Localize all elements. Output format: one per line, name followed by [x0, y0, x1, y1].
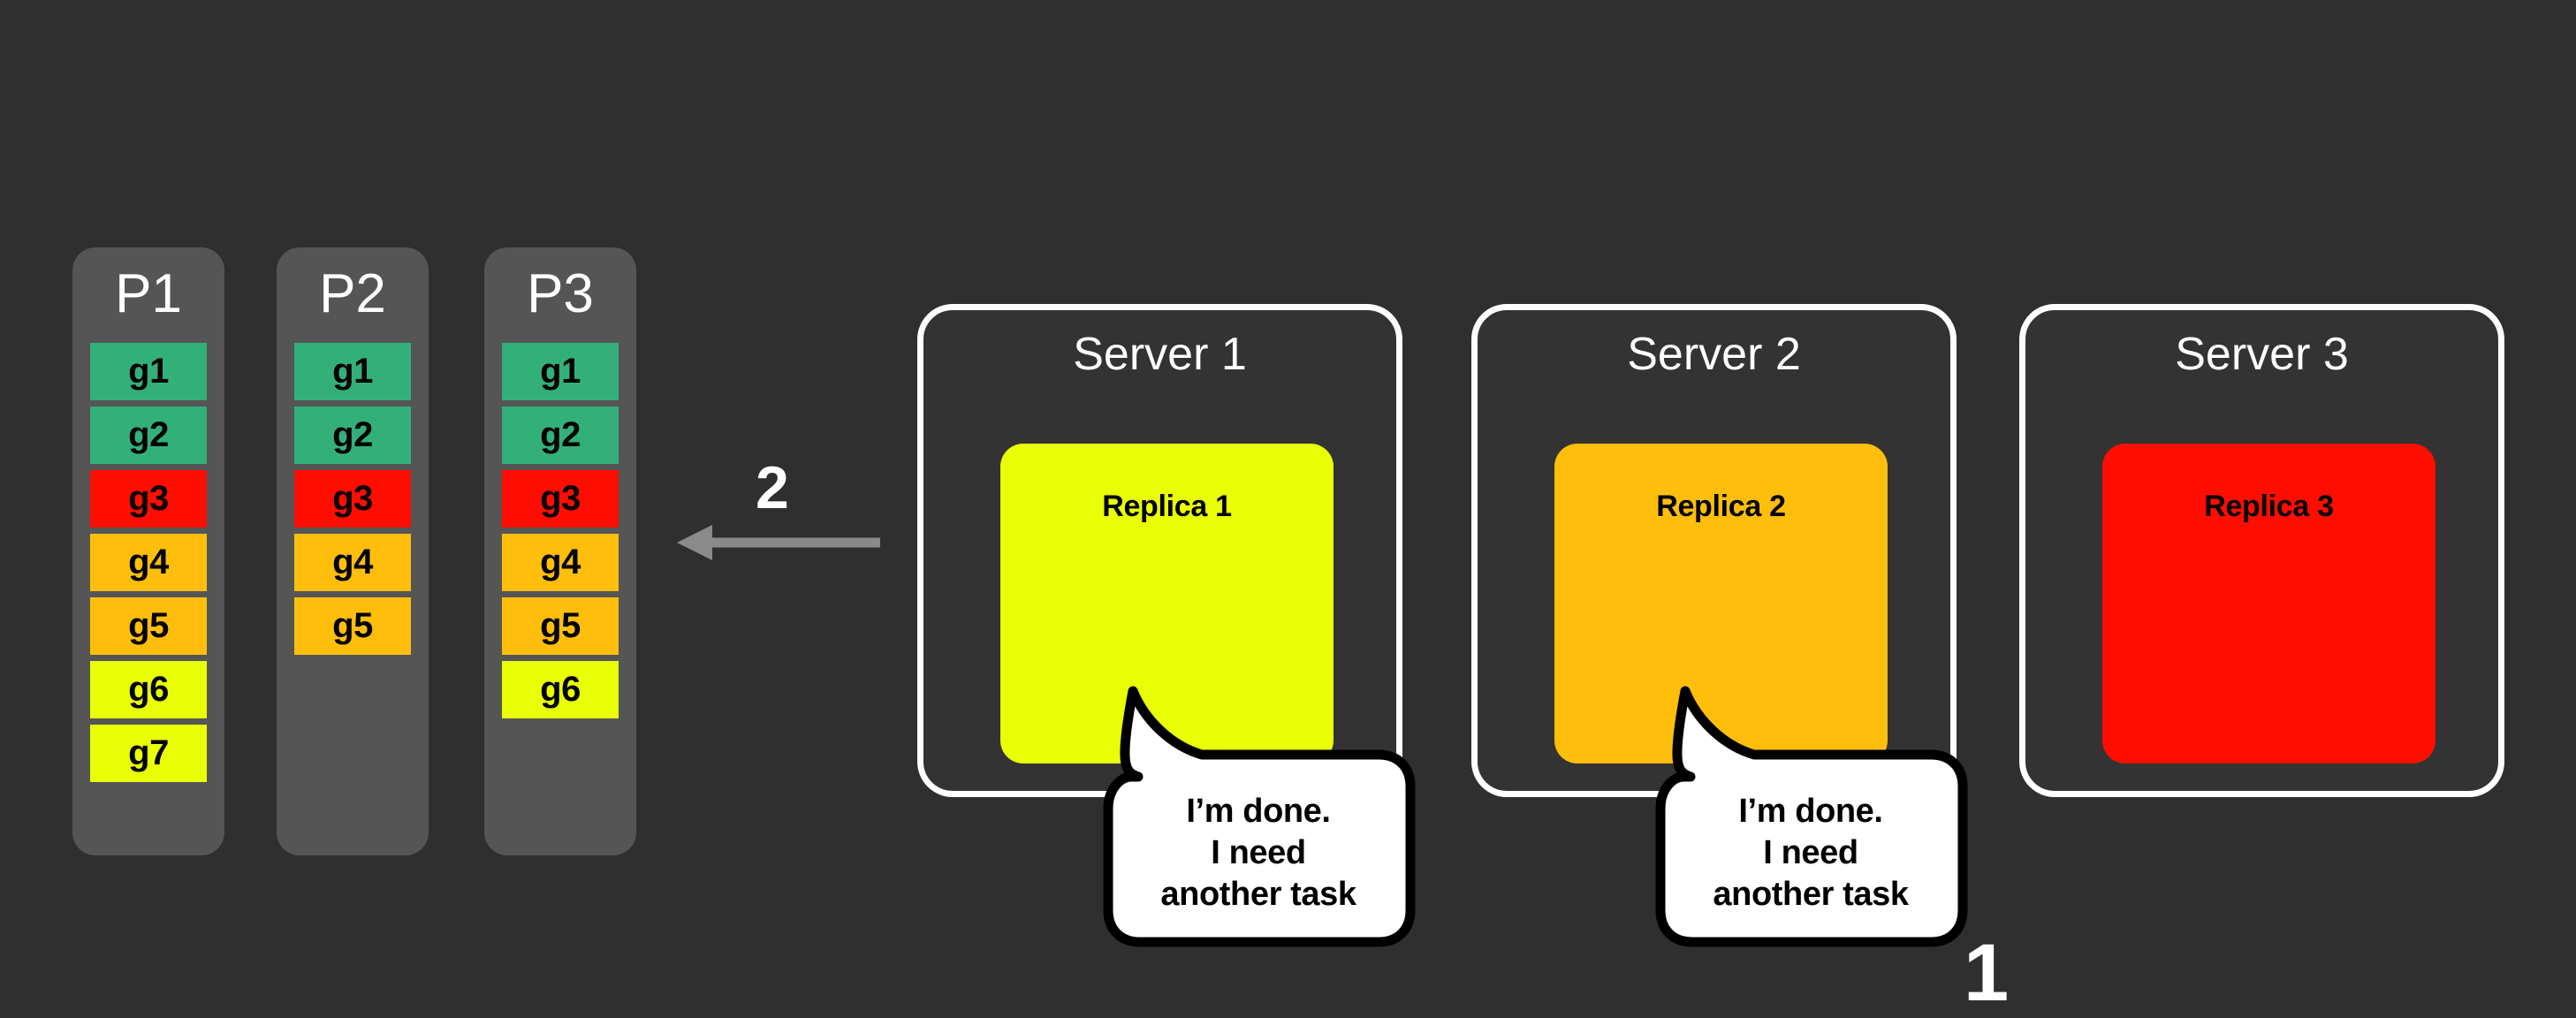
- replica-3-box[interactable]: Replica 3: [2102, 444, 2435, 764]
- replica-2-box[interactable]: Replica 2: [1554, 444, 1888, 764]
- task-block[interactable]: g2: [294, 406, 411, 464]
- partition-p2: P2 g1 g2 g3 g4 g5: [277, 247, 429, 855]
- task-block[interactable]: g6: [90, 661, 207, 718]
- speech-bubble-text: I’m done. I need another task: [1160, 793, 1356, 913]
- server-label: Server 3: [2175, 329, 2349, 380]
- partition-p1: P1 g1 g2 g3 g4 g5 g6 g7: [72, 247, 224, 855]
- task-block[interactable]: g5: [294, 597, 411, 655]
- task-block[interactable]: g1: [90, 343, 207, 400]
- task-block[interactable]: g6: [502, 661, 619, 718]
- task-stack-p2: g1 g2 g3 g4 g5: [294, 343, 411, 661]
- speech-bubble-shape: [1103, 686, 1416, 947]
- task-block[interactable]: g3: [294, 470, 411, 528]
- task-block[interactable]: g2: [90, 406, 207, 464]
- speech-bubble-text: I’m done. I need another task: [1713, 793, 1909, 913]
- task-block[interactable]: g5: [502, 597, 619, 655]
- speech-bubble-shape: [1655, 686, 1968, 947]
- replica-1-box[interactable]: Replica 1: [1000, 444, 1334, 764]
- task-block[interactable]: g2: [502, 406, 619, 464]
- task-block[interactable]: g1: [502, 343, 619, 400]
- step-number-1: 1: [1964, 928, 2010, 1018]
- task-block[interactable]: g1: [294, 343, 411, 400]
- task-block[interactable]: g3: [502, 470, 619, 528]
- server-label: Server 2: [1627, 329, 1801, 380]
- diagram-canvas: P1 g1 g2 g3 g4 g5 g6 g7 P2 g1 g2 g3 g4 g…: [72, 247, 2504, 1014]
- flow-arrow-left: [672, 517, 884, 568]
- partition-label: P2: [319, 263, 386, 324]
- server-label: Server 1: [1073, 329, 1247, 380]
- server-1-box: Server 1 Replica 1: [917, 304, 1402, 797]
- task-block[interactable]: g3: [90, 470, 207, 528]
- partition-label: P3: [527, 263, 594, 324]
- server-2-box: Server 2 Replica 2: [1471, 304, 1957, 797]
- task-block[interactable]: g4: [90, 534, 207, 591]
- speech-bubble-server-2: I’m done. I need another task: [1655, 682, 1968, 949]
- task-block[interactable]: g5: [90, 597, 207, 655]
- partition-label: P1: [115, 263, 182, 324]
- replica-label: Replica 2: [1656, 490, 1786, 523]
- server-3-box: Server 3 Replica 3: [2019, 304, 2504, 797]
- step-number-2: 2: [756, 454, 789, 521]
- replica-label: Replica 1: [1102, 490, 1232, 523]
- speech-bubble-server-1: I’m done. I need another task: [1103, 682, 1416, 949]
- task-stack-p3: g1 g2 g3 g4 g5 g6: [502, 343, 619, 725]
- task-block[interactable]: g7: [90, 725, 207, 782]
- task-block[interactable]: g4: [502, 534, 619, 591]
- replica-label: Replica 3: [2204, 490, 2334, 523]
- task-stack-p1: g1 g2 g3 g4 g5 g6 g7: [90, 343, 207, 788]
- task-block[interactable]: g4: [294, 534, 411, 591]
- arrow-left-icon: [677, 525, 880, 560]
- partition-p3: P3 g1 g2 g3 g4 g5 g6: [484, 247, 636, 855]
